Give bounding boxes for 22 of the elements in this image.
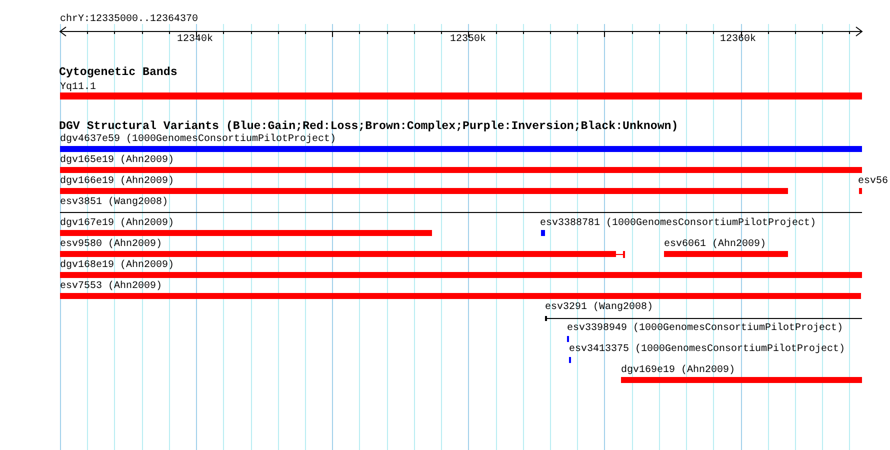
track-title: DGV Structural Variants (Blue:Gain;Red:Loss;Brown:Complex;Purple:Inversion;Black:Unknown): [59, 121, 678, 133]
feature-label: esv3851 (Wang2008): [60, 197, 168, 208]
feature-label: esv3398949 (1000GenomesConsortiumPilotProject): [567, 323, 844, 334]
axis-label: 12360k: [720, 34, 756, 45]
axis-label: 12340k: [177, 34, 214, 45]
feature-label: esv3291 (Wang2008): [545, 302, 654, 313]
feature-label: dgv169e19 (Ahn2009): [621, 365, 736, 376]
track-title: Cytogenetic Bands: [59, 67, 178, 79]
feature-label: esv9580 (Ahn2009): [60, 239, 162, 250]
band-label: Yq11.1: [60, 82, 96, 93]
feature-label: dgv168e19 (Ahn2009): [60, 260, 174, 271]
feature-label: esv7553 (Ahn2009): [60, 281, 162, 292]
coordinate-range: chrY:12335000..12364370: [60, 14, 198, 25]
feature-label: esv6061 (Ahn2009): [664, 239, 766, 250]
feature-label: esv3388781 (1000GenomesConsortiumPilotProject): [540, 218, 816, 229]
feature-label: dgv166e19 (Ahn2009): [60, 176, 174, 187]
feature-label: esv56: [858, 176, 888, 187]
feature-label: dgv4637e59 (1000GenomesConsortiumPilotProject): [60, 134, 336, 145]
axis-label: 12350k: [450, 34, 486, 45]
feature-label: dgv167e19 (Ahn2009): [60, 218, 174, 229]
feature-label: esv3413375 (1000GenomesConsortiumPilotProject): [569, 344, 846, 355]
feature-label: dgv165e19 (Ahn2009): [60, 155, 174, 166]
